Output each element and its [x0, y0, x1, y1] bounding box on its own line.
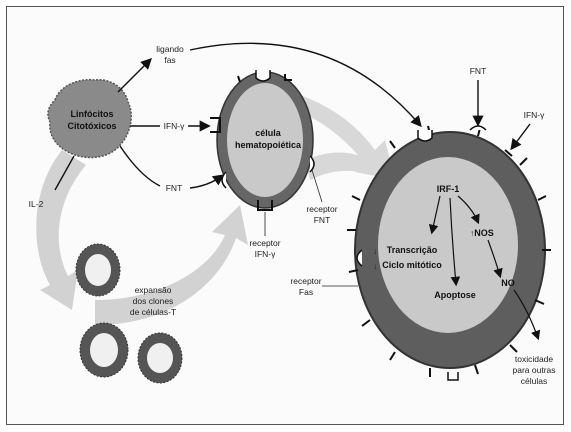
cell-label-1: célula [255, 128, 282, 138]
t-cell-clone [80, 323, 128, 377]
il2-pathway-arrow [36, 150, 86, 310]
fas-receptor-icon [256, 70, 270, 81]
receptor-ifn-label-2: IFN-γ [255, 249, 277, 259]
down-arrow-icon: ↓ [373, 246, 377, 256]
fas-ligand-label-2: fas [164, 55, 175, 65]
lymphocyte-label-1: Linfócitos [71, 109, 114, 119]
receptor-ifn-label-1: receptor [249, 238, 280, 248]
nos-label: NOS [474, 228, 494, 238]
toxicity-label-2: para outras [513, 365, 556, 375]
fnt-receptor-icon [222, 172, 226, 188]
toxicity-label-3: células [521, 376, 547, 386]
expansion-label-2: dos clones [133, 296, 174, 306]
receptor-tick-icon [285, 74, 292, 80]
up-arrow-icon: ↑ [470, 228, 474, 238]
il2-label: IL-2 [29, 199, 44, 209]
ifn-gamma-left-label: IFN-γ [164, 121, 186, 131]
lymphocyte-label-2: Citotóxicos [67, 121, 116, 131]
toxicity-label-1: toxicidade [515, 354, 554, 364]
fas-ligand-label-1: ligando [156, 44, 184, 54]
cell-label-2: hematopoiética [235, 140, 302, 150]
no-label: NO [501, 278, 515, 288]
t-cell-clone [138, 333, 182, 383]
receptor-fnt-label-2: FNT [314, 215, 331, 225]
fnt-left-label: FNT [166, 183, 183, 193]
apoptosis-label: Apoptose [434, 290, 476, 300]
irf1-label: IRF-1 [437, 184, 460, 194]
receptor-tick-icon [238, 76, 240, 82]
fas-receptor-top-icon [418, 130, 432, 141]
receptor-fnt-label-1: receptor [306, 204, 337, 214]
cell-cycle-label: Ciclo mitótico [382, 260, 442, 270]
receptor-fas-label-2: Fas [299, 287, 313, 297]
receptor-bottom-icon [448, 372, 458, 380]
expansion-label-3: de células-T [130, 307, 176, 317]
transcription-label: Transcrição [387, 245, 438, 255]
fnt-receptor-top-icon [470, 126, 486, 130]
fnt-top-label: FNT [470, 66, 487, 76]
receptor-fas-label-1: receptor [290, 276, 321, 286]
t-cell-clone [76, 244, 120, 296]
expansion-label-1: expansão [135, 285, 172, 295]
ifn-gamma-right-label: IFN-γ [524, 110, 546, 120]
down-arrow-icon: ↓ [373, 261, 377, 271]
transfer-pathway-arrow-2 [305, 153, 372, 181]
